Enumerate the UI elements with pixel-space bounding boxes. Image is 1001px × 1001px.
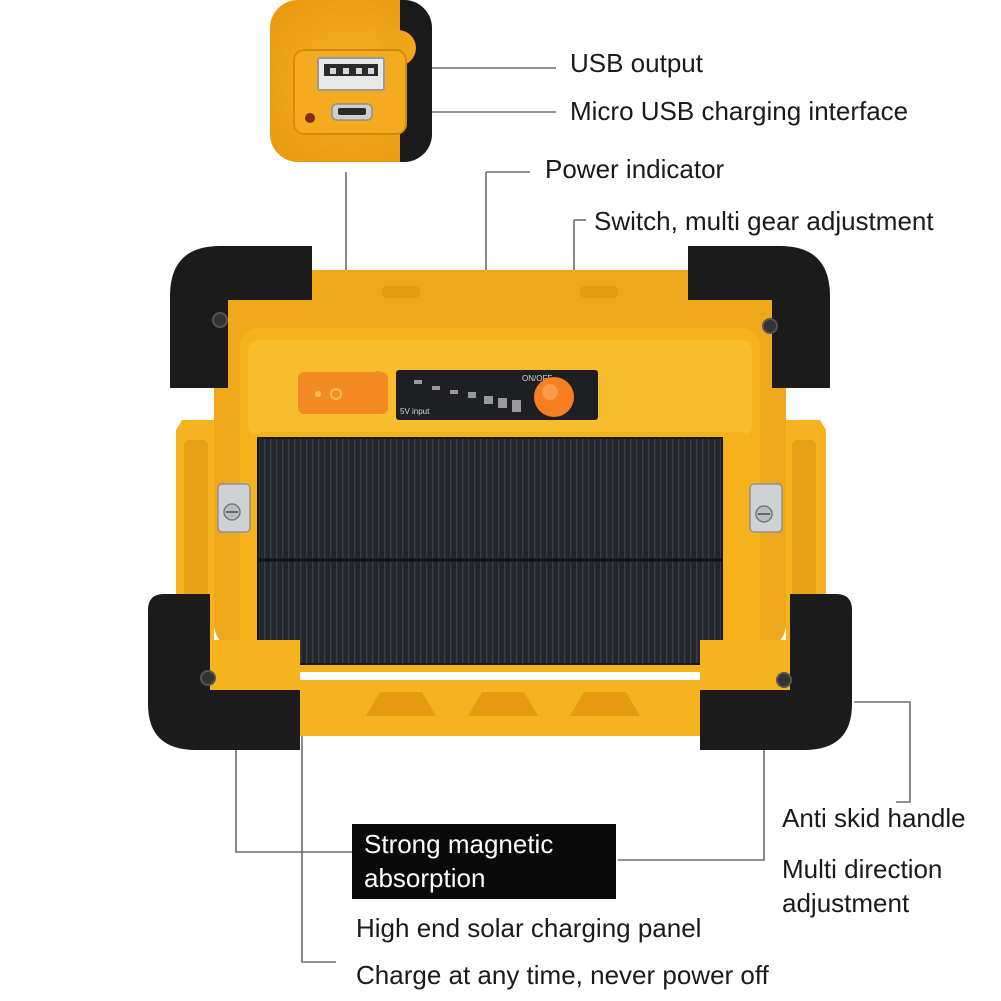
label-magnetic-line2: absorption [364,863,486,893]
work-light-device: 5V input ON/OFF [148,246,852,750]
rubber-corner-bottom-left [148,594,300,750]
label-switch: Switch, multi gear adjustment [594,206,934,236]
rubber-corner-top-left [170,246,312,388]
port-cover [298,372,388,414]
label-power-indicator: Power indicator [545,154,725,184]
right-hinge [749,483,783,533]
left-hinge [217,483,251,533]
rubber-corner-bottom-right [700,594,852,750]
charge-led [305,113,315,123]
label-usb-output: USB output [570,48,703,78]
micro-usb-port [331,103,373,121]
label-magnetic-line1: Strong magnetic [364,829,554,859]
input-print: 5V input [400,407,430,416]
usb-port-zoom-inset [270,0,432,162]
solar-panel [252,432,748,672]
label-anti-skid: Anti skid handle [782,803,966,833]
label-multi-direction-line1: Multi direction [782,854,943,884]
rubber-corner-top-right [688,246,830,388]
anti-skid-handle [296,680,708,736]
label-magnetic: Strong magnetic absorption [352,824,616,899]
label-multi-direction: Multi direction adjustment [782,852,992,920]
label-solar-panel: High end solar charging panel [356,913,702,943]
power-indicator-leds [414,380,521,412]
label-charge-any-time: Charge at any time, never power off [356,960,769,990]
label-micro-usb: Micro USB charging interface [570,96,909,126]
label-multi-direction-line2: adjustment [782,888,910,918]
switch-print: ON/OFF [522,374,552,383]
usb-a-port [317,57,385,91]
